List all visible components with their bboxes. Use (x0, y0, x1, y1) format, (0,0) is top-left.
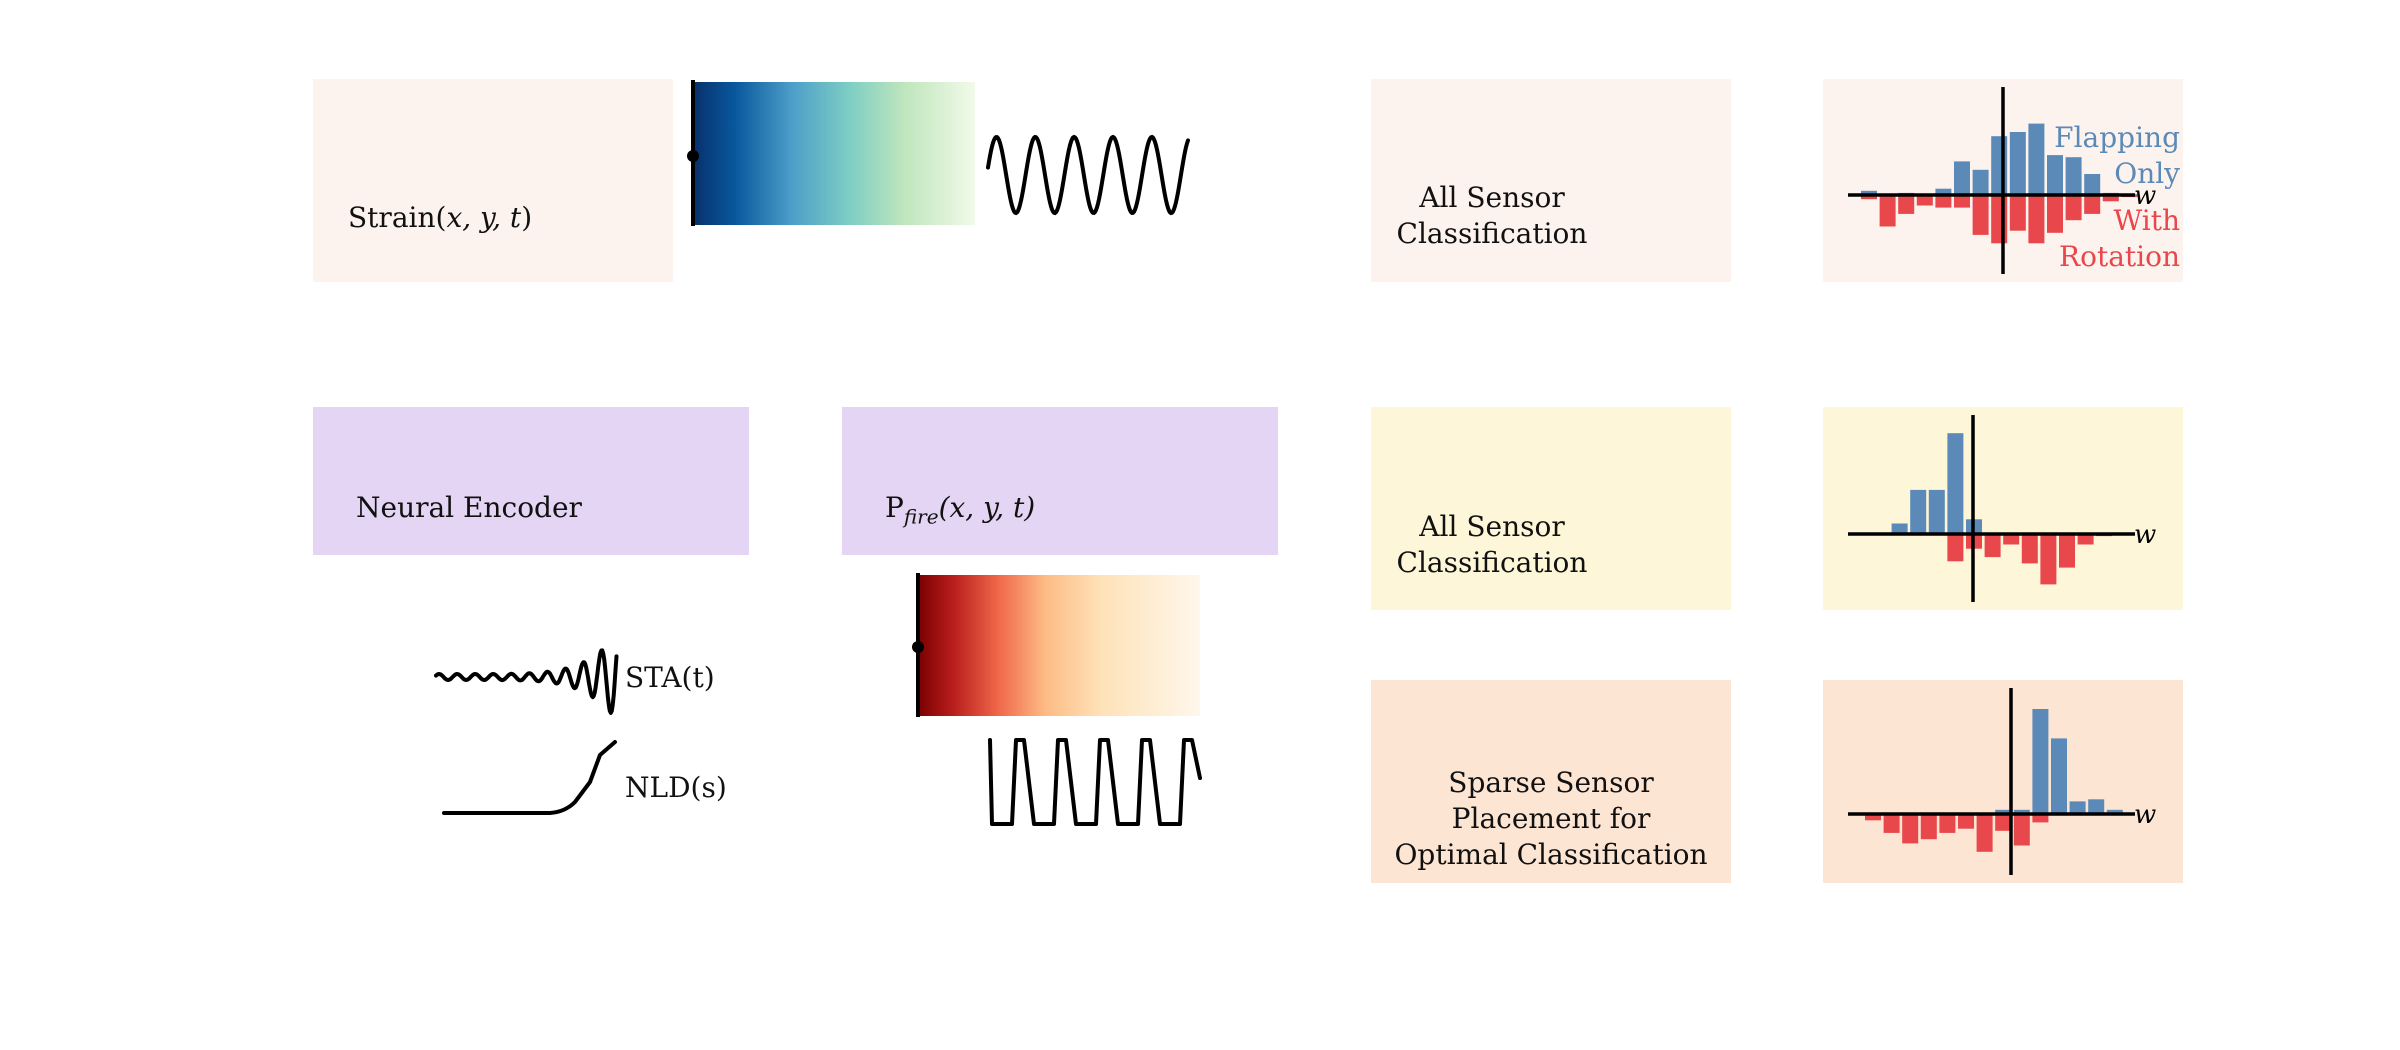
bar-rotation (1902, 814, 1919, 844)
bar-flapping (1935, 188, 1952, 195)
strain-box (313, 79, 673, 282)
bar-flapping (1991, 136, 2008, 195)
bar-rotation (1920, 814, 1937, 840)
axis-label-w: w (2134, 800, 2156, 830)
bar-rotation (1991, 195, 2008, 244)
bar-rotation (1916, 195, 1933, 206)
bar-rotation (1865, 814, 1881, 821)
strain-gradient-bar (687, 80, 975, 226)
bar-rotation (2021, 534, 2038, 564)
bar-rotation (1947, 534, 1964, 562)
bar-flapping (2028, 123, 2045, 195)
all-sensor-label-middle: All Sensor Classification (1396, 510, 1588, 579)
bar-flapping (2084, 174, 2101, 195)
legend-rotation: With Rotation (2059, 204, 2180, 273)
bar-rotation (2009, 195, 2026, 231)
bar-flapping (2069, 801, 2086, 814)
bar-rotation (2059, 534, 2075, 568)
bar-rotation (1984, 534, 2001, 558)
bar-rotation (2040, 534, 2057, 585)
bar-rotation (1958, 814, 1974, 829)
axis-label-w: w (2134, 520, 2156, 550)
bar-rotation (1861, 195, 1877, 200)
bar-flapping (1972, 169, 1989, 195)
bar-rotation (1935, 195, 1952, 208)
pfire-box (842, 407, 1278, 555)
bar-flapping (2047, 155, 2063, 195)
neural-encoder-box (313, 407, 749, 555)
bar-rotation (1939, 814, 1956, 833)
histogram-middle: w (1848, 415, 2156, 602)
bar-flapping (1891, 523, 1908, 534)
bar-flapping (2013, 809, 2030, 814)
sparse-sensor-label: Sparse Sensor Placement for Optimal Clas… (1394, 766, 1708, 871)
bar-rotation (2102, 195, 2119, 202)
bar-rotation (1883, 814, 1900, 833)
bar-flapping (1861, 190, 1877, 195)
histogram-box-bottom (1823, 680, 2183, 883)
sta-label: STA(t) (625, 661, 715, 694)
bar-flapping (2106, 809, 2123, 814)
bar-rotation (2013, 814, 2030, 846)
strain-label: Strain(x, y, t) (348, 201, 533, 234)
bar-rotation (2047, 195, 2063, 233)
bar-rotation (2077, 534, 2094, 545)
bar-rotation (2028, 195, 2045, 244)
bar-flapping (1928, 489, 1945, 534)
nld-curve (442, 740, 617, 815)
bar-flapping (1954, 161, 1970, 195)
pfire-label: Pfire(x, y, t) (885, 491, 1036, 529)
bar-rotation (2032, 814, 2049, 823)
bar-flapping (2032, 709, 2049, 814)
bar-rotation (2065, 195, 2082, 221)
histogram-top: w (1848, 87, 2156, 274)
all-sensor-box-middle (1371, 407, 1731, 610)
bar-flapping (2065, 157, 2082, 195)
bar-rotation (1976, 814, 1993, 852)
sine-wave-signal (986, 134, 1190, 216)
histogram-box-middle (1823, 407, 2183, 610)
bar-flapping (1910, 489, 1927, 534)
sparse-sensor-box (1371, 680, 1731, 883)
sta-curve (434, 648, 619, 715)
bar-rotation (2084, 195, 2101, 214)
bar-rotation (1879, 195, 1896, 227)
nld-label: NLD(s) (625, 771, 727, 804)
neural-encoder-label: Neural Encoder (356, 491, 582, 524)
bar-flapping (1995, 809, 2012, 814)
legend-flapping: Flapping Only (2054, 121, 2180, 190)
all-sensor-box-top (1371, 79, 1731, 282)
histogram-bottom: w (1848, 688, 2156, 875)
bar-rotation (1954, 195, 1970, 208)
axis-label-w: w (2134, 181, 2156, 211)
bar-rotation (1995, 814, 2012, 831)
spike-train-signal (988, 738, 1202, 826)
bar-rotation (1898, 195, 1915, 214)
all-sensor-label-top: All Sensor Classification (1396, 181, 1588, 250)
bar-flapping (2088, 799, 2105, 814)
bar-flapping (2051, 738, 2067, 814)
bar-rotation (2003, 534, 2020, 545)
bar-flapping (1947, 433, 1964, 534)
bar-flapping (2009, 132, 2026, 195)
bar-rotation (1972, 195, 1989, 235)
fire-gradient-bar (912, 573, 1200, 717)
